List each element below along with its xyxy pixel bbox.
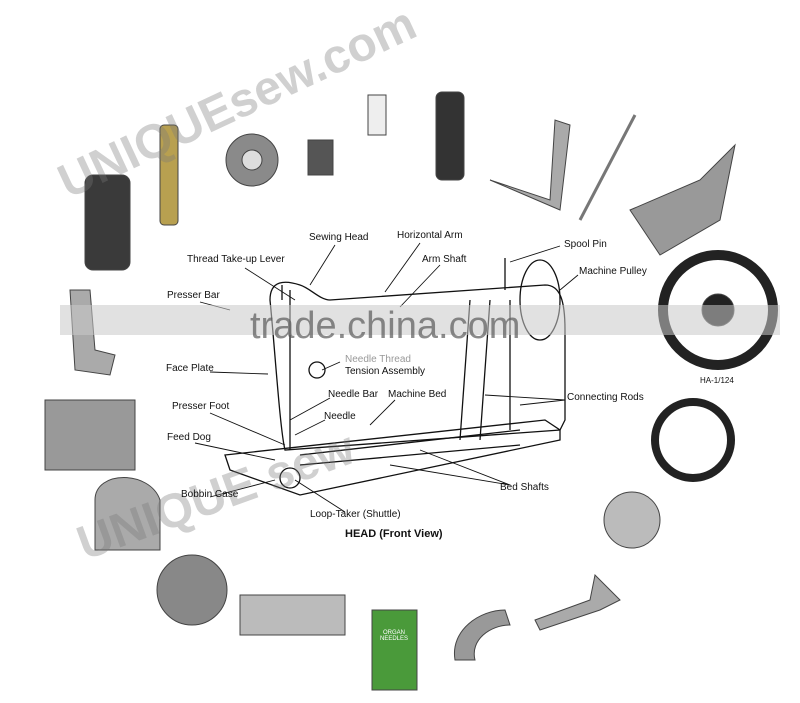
part-led-lamp [367,94,387,136]
sewing-machine-head [224,258,566,496]
part-feed-dog [44,399,136,471]
part-rotary-hook [156,554,228,626]
label-sewing-head: Sewing Head [309,232,369,243]
label-tension-assembly: Tension Assembly [345,366,426,377]
spare-parts [44,91,778,691]
label-machine-pulley: Machine Pulley [579,266,647,277]
part-belt-ring [651,398,735,482]
part-needle-pack [371,609,418,691]
label-needle: Needle [324,411,356,422]
part-thread-lever [534,573,621,631]
label-needle-bar: Needle Bar [328,389,379,400]
label-loop-taker: Loop-Taker (Shuttle) [310,509,401,520]
part-thread-guide [159,124,179,226]
label-feed-dog: Feed Dog [167,432,211,443]
needle-pack-label: ORGAN NEEDLES [379,630,408,642]
label-presser-bar: Presser Bar [167,290,220,301]
leader-lines [194,242,579,513]
part-code-label: HA-1/124 [700,376,734,385]
label-bed-shafts: Bed Shafts [500,482,549,493]
label-arm-shaft: Arm Shaft [422,254,467,265]
part-carbon-brush [307,139,334,176]
label-face-plate: Face Plate [166,363,214,374]
label-presser-foot: Presser Foot [172,401,230,412]
part-presser-foot-assembly [84,174,131,271]
label-needle-thread: Needle Thread [345,354,411,365]
part-bobbin-winder [629,143,736,256]
label-spool-pin: Spool Pin [564,239,607,250]
part-bobbin-case [94,477,161,551]
watermark-center: trade.china.com [250,305,521,347]
part-tension-spring [435,91,465,181]
label-connecting-rods: Connecting Rods [567,392,644,403]
part-needle-bar [578,114,637,221]
label-machine-bed: Machine Bed [388,389,447,400]
label-horizontal-arm: Horizontal Arm [397,230,463,241]
label-thread-takeup-lever: Thread Take-up Lever [187,254,285,265]
part-bracket [489,119,571,211]
part-needle-plate [239,594,346,636]
part-looper [454,609,511,661]
watermark-band [60,305,780,335]
diagram-title: HEAD (Front View) [345,528,443,540]
part-bobbin [603,491,661,549]
label-bobbin-case: Bobbin Case [181,489,239,500]
